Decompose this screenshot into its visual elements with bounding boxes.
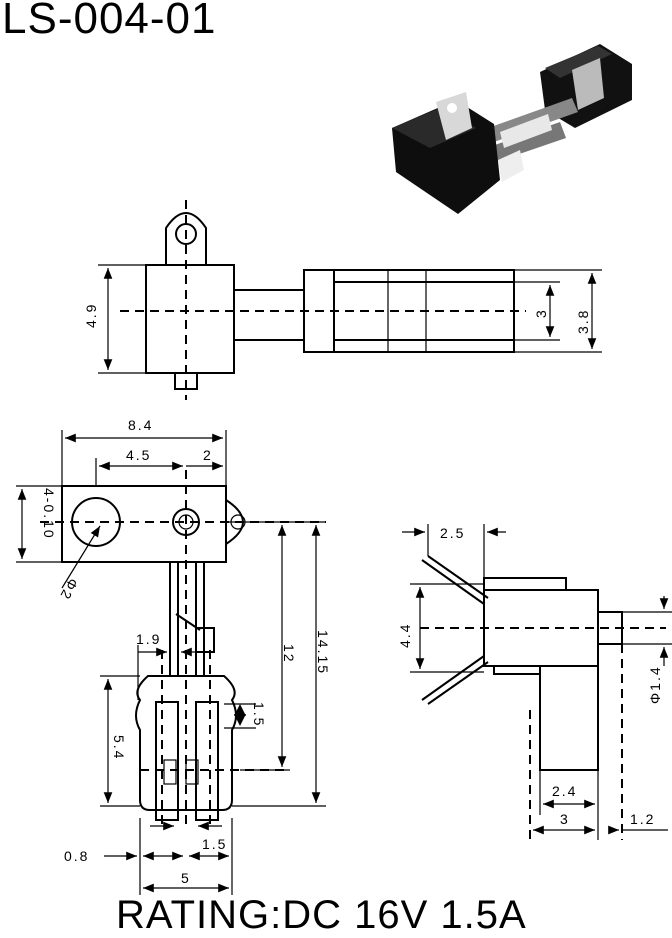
top-view bbox=[98, 200, 602, 400]
dim-len-12: 12 bbox=[281, 644, 297, 664]
dim-phi2: Φ2 bbox=[57, 576, 82, 604]
dim-side-3: 3 bbox=[560, 811, 570, 827]
rating-label: RATING:DC 16V 1.5A bbox=[116, 893, 527, 937]
dim-side-25: 2.5 bbox=[440, 525, 465, 541]
dim-top-height: 4.9 bbox=[83, 303, 99, 328]
dim-side-12: 1.2 bbox=[630, 811, 655, 827]
page-title: LS-004-01 bbox=[2, 0, 217, 43]
dim-top-outer: 3.8 bbox=[575, 309, 591, 334]
dim-width-total: 8.4 bbox=[128, 417, 153, 433]
dim-pin-19: 1.9 bbox=[136, 631, 161, 647]
dim-len-1415: 14.15 bbox=[315, 630, 331, 675]
side-view bbox=[402, 524, 672, 840]
dim-side-phi14: Φ1.4 bbox=[647, 665, 663, 704]
dim-width-2: 2 bbox=[203, 447, 213, 463]
product-photo bbox=[392, 44, 632, 214]
dim-base-5: 5 bbox=[181, 870, 191, 886]
dim-hole: 4-0.10 bbox=[41, 488, 57, 540]
dim-width-45: 4.5 bbox=[126, 447, 151, 463]
dim-side-24: 2.4 bbox=[552, 783, 577, 799]
dim-pin-15: 1.5 bbox=[202, 836, 227, 852]
dim-top-inner: 3 bbox=[533, 308, 549, 318]
dim-side-44: 4.4 bbox=[397, 623, 413, 648]
front-view bbox=[16, 430, 326, 895]
dim-pin-15v: 1.5 bbox=[251, 702, 267, 727]
dim-pin-08: 0.8 bbox=[64, 848, 89, 864]
dim-pin-54: 5.4 bbox=[111, 735, 127, 760]
